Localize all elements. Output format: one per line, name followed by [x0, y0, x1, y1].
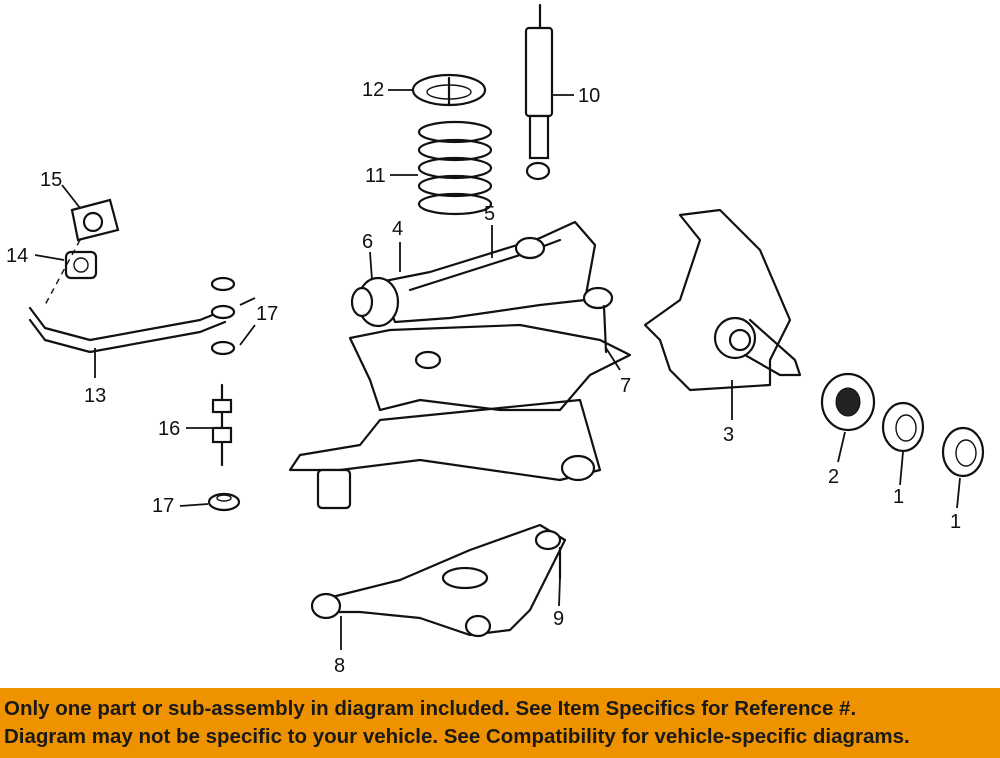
callout-13: 13: [84, 385, 106, 407]
outer-bearing: [941, 426, 985, 478]
stabilizer-bar: [28, 306, 227, 354]
stabilizer-bushing: [64, 250, 98, 280]
callout-11: 11: [365, 165, 386, 187]
frame-crossmember: [288, 323, 632, 510]
stabilizer-link: [211, 383, 233, 467]
upper-control-arm: [350, 220, 614, 354]
suspension-diagram: 1 1 2 3 4 5 6 7 8 9 10 11 12 13 14 15 16…: [6, 3, 985, 677]
stabilizer-bushing-bracket: [70, 198, 120, 242]
leader-lines: [34, 89, 961, 650]
callout-2: 2: [828, 466, 839, 488]
callout-8: 8: [334, 655, 345, 677]
callout-labels: 1 1 2 3 4 5 6 7 8 9 10 11 12 13 14 15 16…: [6, 79, 961, 677]
callout-5: 5: [484, 203, 495, 225]
callout-14: 14: [6, 245, 28, 267]
callout-1: 1: [893, 486, 904, 508]
callout-9: 9: [553, 608, 564, 630]
callout-15: 15: [40, 169, 62, 191]
disclaimer-line-2: Diagram may not be specific to your vehi…: [4, 725, 910, 748]
lower-control-arm: [310, 523, 567, 638]
hub-seal: [820, 372, 876, 432]
disclaimer-banner: Only one part or sub-assembly in diagram…: [0, 688, 1000, 758]
coil-spring: [417, 120, 493, 216]
callout-16: 16: [158, 418, 180, 440]
callout-7: 7: [620, 375, 631, 397]
callout-17: 17: [256, 303, 278, 325]
spring-insulator: [411, 73, 487, 107]
callout-17: 17: [152, 495, 174, 517]
callout-1: 1: [950, 511, 961, 533]
callout-6: 6: [362, 231, 373, 253]
callout-4: 4: [392, 218, 403, 240]
callout-12: 12: [362, 79, 384, 101]
disclaimer-line-1: Only one part or sub-assembly in diagram…: [4, 697, 857, 720]
callout-10: 10: [578, 85, 600, 107]
steering-knuckle: [643, 208, 802, 392]
link-bushing-loose: [207, 492, 241, 512]
callout-3: 3: [723, 424, 734, 446]
link-bushing-bottom: [210, 340, 236, 356]
shock-absorber: [524, 3, 554, 181]
link-bushing-top: [210, 276, 236, 320]
inner-bearing: [881, 401, 925, 453]
